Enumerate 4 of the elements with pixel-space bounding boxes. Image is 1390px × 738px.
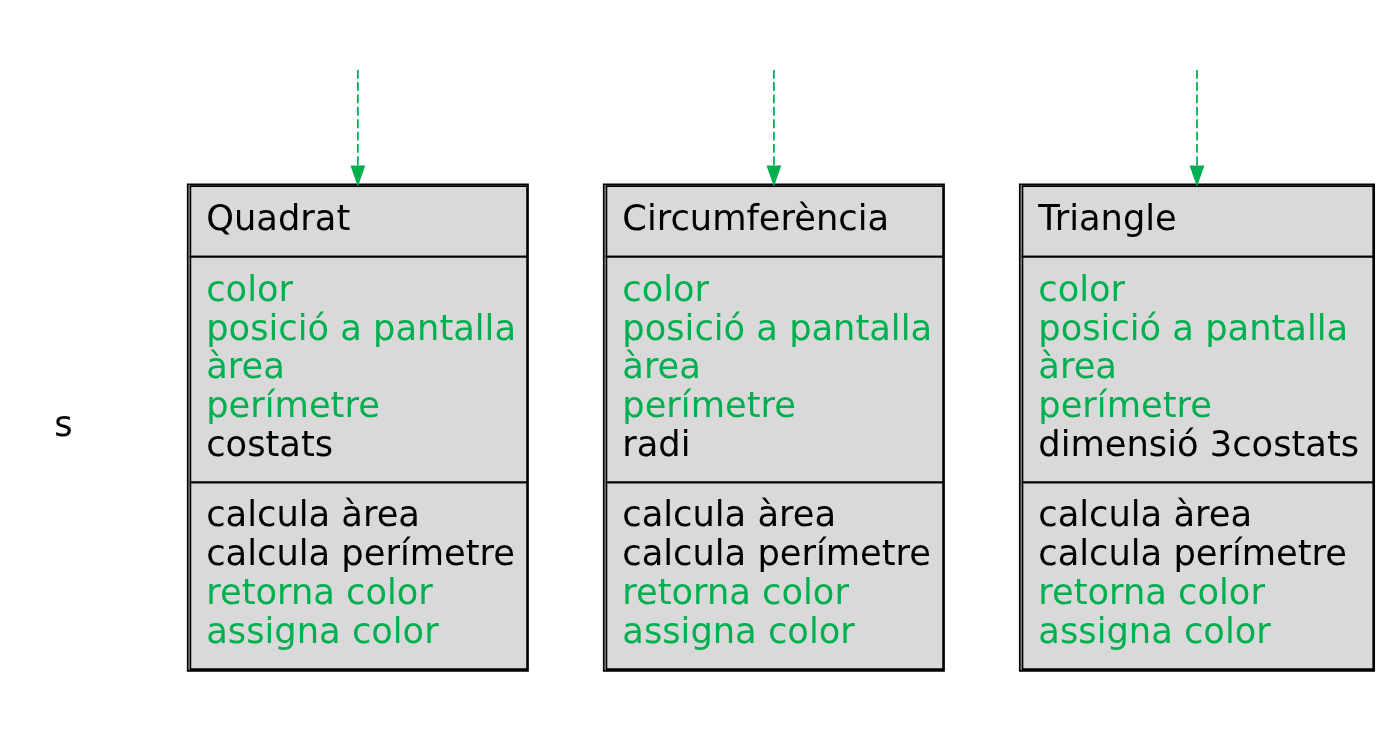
arrow: [1189, 68, 1205, 187]
label: s: [54, 402, 73, 444]
arrow: [350, 68, 366, 187]
arrow: [766, 68, 782, 187]
